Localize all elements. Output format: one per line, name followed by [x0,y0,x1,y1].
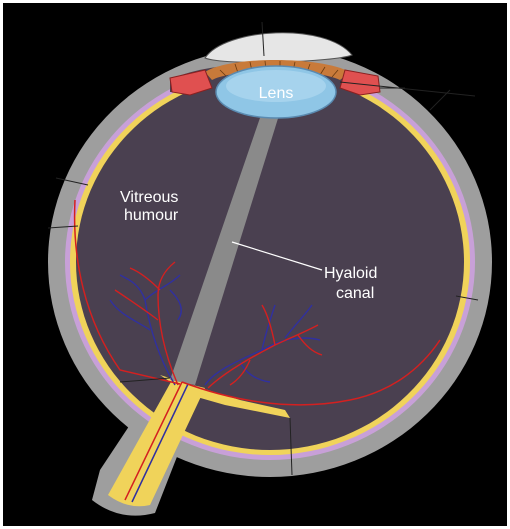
vitreous-humour-label-line2: humour [124,207,179,224]
lens-label: Lens [259,85,294,102]
hyaloid-canal-label-line2: canal [336,285,374,302]
hyaloid-canal-label-line1: Hyaloid [324,265,377,282]
vitreous-humour-label-line1: Vitreous [120,189,178,206]
